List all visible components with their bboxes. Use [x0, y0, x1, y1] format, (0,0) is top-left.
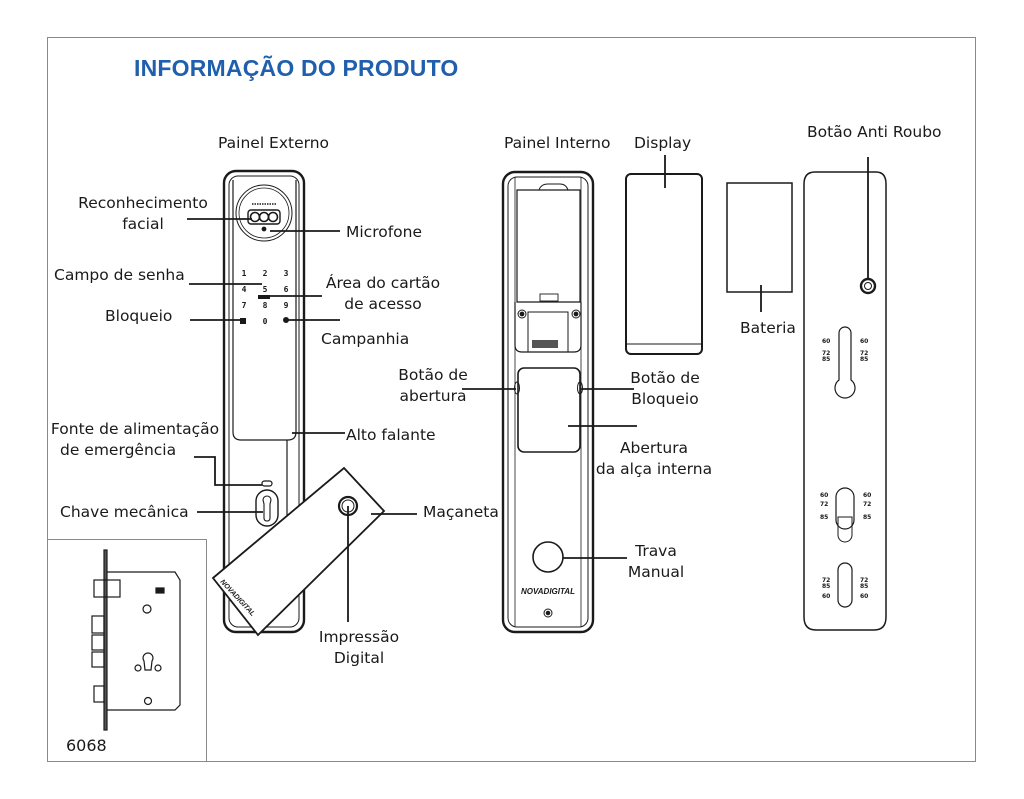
battery — [726, 182, 793, 293]
svg-text:72: 72 — [860, 577, 868, 584]
svg-text:85: 85 — [860, 583, 868, 590]
svg-text:60: 60 — [820, 492, 828, 499]
key-3: 3 — [284, 269, 289, 278]
keypad: 1 2 3 4 5 6 7 8 9 0 — [242, 269, 289, 326]
diagram-frame — [47, 37, 976, 762]
heading-anti-theft: Botão Anti Roubo — [807, 123, 942, 141]
key-7: 7 — [242, 301, 247, 310]
key-2: 2 — [263, 269, 268, 278]
svg-text:72: 72 — [822, 577, 830, 584]
heading-display: Display — [634, 134, 692, 152]
svg-text:60: 60 — [822, 593, 830, 600]
label-card-area: Área do cartão de acesso — [318, 273, 448, 315]
svg-text:72: 72 — [822, 350, 830, 357]
svg-text:85: 85 — [860, 356, 868, 363]
label-handle-opening: Abertura da alça interna — [592, 438, 716, 480]
mortise-inset — [47, 539, 207, 762]
label-line: Manual — [627, 563, 685, 581]
label-line: Impressão — [318, 628, 400, 646]
label-line: Trava — [635, 542, 677, 560]
label-line: Digital — [333, 649, 385, 667]
label-line: da alça interna — [595, 460, 713, 478]
label-mechanical-key: Chave mecânica — [60, 503, 189, 521]
key-6: 6 — [284, 285, 289, 294]
label-line: Fonte de alimentação — [50, 420, 220, 438]
label-line: abertura — [399, 387, 467, 405]
key-0: 0 — [263, 317, 268, 326]
key-4: 4 — [242, 285, 247, 294]
label-line: Área do cartão — [325, 274, 441, 292]
svg-text:85: 85 — [822, 356, 830, 363]
label-speaker: Alto falante — [346, 426, 436, 444]
label-line: de acesso — [344, 295, 422, 313]
heading-external-panel: Painel Externo — [218, 134, 330, 152]
key-5: 5 — [263, 285, 268, 294]
label-handle: Maçaneta — [423, 503, 499, 521]
key-8: 8 — [263, 301, 268, 310]
handle — [211, 466, 386, 637]
svg-text:85: 85 — [822, 583, 830, 590]
label-fingerprint: Impressão Digital — [304, 627, 414, 669]
label-line: Bloqueio — [631, 390, 699, 408]
key-9: 9 — [284, 301, 289, 310]
heading-internal-panel: Painel Interno — [504, 134, 611, 152]
label-line: Abertura — [619, 439, 689, 457]
svg-text:60: 60 — [860, 338, 868, 345]
label-line: facial — [122, 215, 164, 233]
mortise-lock-drawing — [91, 549, 181, 731]
svg-text:72: 72 — [863, 501, 871, 508]
svg-text:60: 60 — [860, 593, 868, 600]
display — [625, 173, 703, 355]
svg-text:85: 85 — [820, 514, 828, 521]
internal-panel — [501, 170, 595, 634]
template-plate — [803, 171, 887, 631]
label-manual-lock: Trava Manual — [620, 541, 692, 583]
svg-text:60: 60 — [822, 338, 830, 345]
label-battery: Bateria — [740, 319, 796, 337]
label-lock-button: Botão de Bloqueio — [620, 368, 710, 410]
key-1: 1 — [242, 269, 247, 278]
label-open-button: Botão de abertura — [388, 365, 478, 407]
label-lock: Bloqueio — [105, 307, 173, 325]
label-line: de emergência — [60, 441, 177, 459]
label-line: Botão de — [398, 366, 468, 384]
label-line: Reconhecimento — [78, 194, 208, 212]
external-panel — [222, 169, 306, 634]
label-password-field: Campo de senha — [54, 266, 185, 284]
label-facial-recognition: Reconhecimento facial — [72, 193, 214, 235]
svg-text:60: 60 — [863, 492, 871, 499]
label-microphone: Microfone — [346, 223, 423, 241]
svg-text:85: 85 — [863, 514, 871, 521]
brand-logo-internal: NOVADIGITAL — [521, 587, 575, 596]
page-title: INFORMAÇÃO DO PRODUTO — [134, 55, 459, 81]
svg-text:72: 72 — [820, 501, 828, 508]
label-doorbell: Campanhia — [321, 330, 410, 348]
leader-lines — [187, 155, 869, 622]
label-emergency-power: Fonte de alimentação de emergência — [46, 419, 224, 461]
mortise-model-number: 6068 — [66, 736, 107, 755]
svg-text:72: 72 — [860, 350, 868, 357]
label-line: Botão de — [630, 369, 700, 387]
